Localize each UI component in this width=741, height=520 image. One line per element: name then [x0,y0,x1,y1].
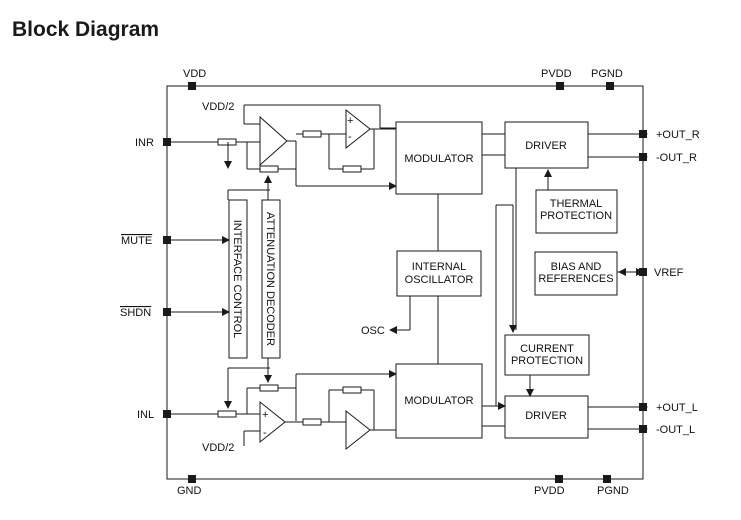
pin-label-osc: OSC [361,325,385,337]
input-resistor-r [217,138,237,146]
input-resistor-l [217,410,237,418]
series-resistor-l2 [302,418,322,426]
thermal-label-line1: THERMAL [550,198,603,210]
driver-top-label: DRIVER [525,140,567,152]
feedback-resistor-l2 [342,386,362,394]
vdd-half-bottom-label: VDD/2 [202,442,234,454]
pin-label-out-l-minus: -OUT_L [656,424,695,436]
internal-oscillator-block [396,250,482,297]
driver-bottom-label: DRIVER [525,410,567,422]
left-channel-path [171,358,397,451]
driver-top-block [504,121,589,169]
pvdd-top-pad [556,82,564,90]
pin-label-pvdd-top: PVDD [541,68,572,80]
amplifier-l2 [345,409,371,451]
feedback-resistor-r2 [342,165,362,173]
interface-control-label: INTERFACE CONTROL [231,220,243,339]
pin-label-out-l-plus: +OUT_L [656,402,698,414]
oscillator-label-line1: INTERNAL [412,261,466,273]
pin-label-out-r-plus: +OUT_R [656,129,700,141]
pin-label-inl: INL [137,409,154,421]
modulator-bottom-block [395,363,483,439]
vdd-pad [188,82,196,90]
pin-label-pvdd-bottom: PVDD [534,485,565,497]
pin-label-vdd: VDD [183,68,206,80]
driver-bottom-block [504,395,589,439]
amplifier-l1 [259,400,286,444]
vdd-half-top-label: VDD/2 [202,101,234,113]
modulator-top-label: MODULATOR [404,153,473,165]
thermal-protection-block [535,189,618,234]
pin-label-pgnd-bottom: PGND [597,485,629,497]
pin-label-inr: INR [135,137,154,149]
thermal-label-line2: PROTECTION [540,210,612,222]
amp-l1-plus-sign: + [262,409,268,421]
chip-outline [166,85,644,480]
interface-control-block [228,199,248,359]
attenuation-decoder-label: ATTENUATION DECODER [264,212,276,346]
pgnd-bottom-pad [603,475,611,483]
pin-label-shdn: SHDN [120,307,151,319]
pvdd-bottom-pad [555,475,563,483]
feedback-resistor-r1 [259,165,279,173]
pin-label-vref: VREF [654,267,684,279]
series-resistor-r2 [302,130,322,138]
feedback-resistor-l1 [259,384,279,392]
bias-label-line1: BIAS AND [551,261,602,273]
amp-r2-minus-sign: - [348,131,352,143]
modulator-top-block [395,121,483,195]
pin-label-mute: MUTE [121,235,152,247]
amplifier-r1 [259,115,288,167]
amp-l1-minus-sign: - [263,427,267,439]
current-protection-label-line1: CURRENT [520,343,574,355]
bias-references-block [534,251,618,296]
gnd-pad [188,475,196,483]
pin-label-out-r-minus: -OUT_R [656,152,697,164]
oscillator-label-line2: OSCILLATOR [405,274,474,286]
current-protection-label-line2: PROTECTION [511,355,583,367]
attenuation-decoder-block [261,199,281,359]
mute-pad [163,236,171,244]
shdn-pad [163,308,171,316]
pin-label-pgnd-top: PGND [591,68,623,80]
diagram-title: Block Diagram [12,18,160,41]
amp-r2-plus-sign: + [347,115,353,127]
current-protection-block [504,334,590,376]
pin-label-gnd: GND [177,485,202,497]
bias-label-line2: REFERENCES [538,273,613,285]
modulator-bottom-label: MODULATOR [404,395,473,407]
inr-pad [163,138,171,146]
amplifier-r2 [345,108,371,150]
pgnd-top-pad [606,82,614,90]
right-channel-path [171,104,397,200]
inl-pad [163,410,171,418]
